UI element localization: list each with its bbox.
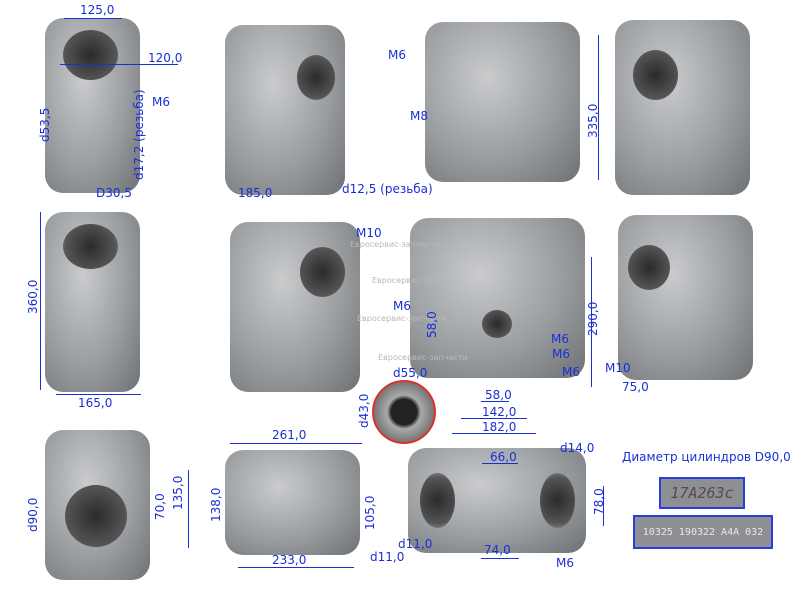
photo-side-height bbox=[45, 212, 140, 392]
dim-line bbox=[230, 443, 362, 444]
thread-label: M10 bbox=[605, 361, 631, 375]
dim-line bbox=[64, 18, 122, 19]
dim-line bbox=[481, 558, 519, 559]
photo-bottom bbox=[225, 450, 360, 555]
photo-top bbox=[408, 448, 586, 553]
dim-label: 135,0 bbox=[171, 475, 185, 510]
dim-label: 66,0 bbox=[490, 450, 517, 464]
photo-three-quarter-2 bbox=[230, 222, 360, 392]
thread-label: M6 bbox=[388, 48, 406, 62]
dim-label: 290,0 bbox=[586, 301, 600, 336]
dim-line bbox=[40, 212, 41, 390]
dim-label: 165,0 bbox=[78, 396, 113, 410]
dim-label: 261,0 bbox=[272, 428, 307, 442]
dim-label: d14,0 bbox=[560, 441, 595, 455]
dim-label: d17,2 (резьба) bbox=[132, 89, 146, 180]
photo-side-right bbox=[618, 215, 753, 380]
dim-label: d55,0 bbox=[393, 366, 428, 380]
dim-line bbox=[461, 418, 527, 419]
dim-label: 125,0 bbox=[80, 3, 115, 17]
dim-label: D30,5 bbox=[96, 186, 132, 200]
thread-label: M6 bbox=[152, 95, 170, 109]
thread-label: M6 bbox=[556, 556, 574, 570]
dim-label: d53,5 bbox=[38, 107, 52, 142]
dim-line bbox=[452, 433, 536, 434]
stamp-plate-2: 10325 190322 A4A 032 bbox=[633, 515, 773, 549]
stamp-text: 17A263c bbox=[670, 484, 734, 502]
dim-label: d90,0 bbox=[26, 497, 40, 532]
thread-label: M6 bbox=[552, 347, 570, 361]
dim-line bbox=[481, 401, 509, 402]
dim-label: 70,0 bbox=[153, 493, 167, 520]
dim-label: d43,0 bbox=[357, 393, 371, 428]
thread-label: M8 bbox=[410, 109, 428, 123]
photo-three-quarter-1 bbox=[225, 25, 345, 195]
dim-label: 58,0 bbox=[425, 311, 439, 338]
dim-label: 182,0 bbox=[482, 420, 517, 434]
detail-circle bbox=[372, 380, 436, 444]
dim-label: 185,0 bbox=[238, 186, 273, 200]
photo-cylinder-top bbox=[45, 430, 150, 580]
dim-line bbox=[591, 257, 592, 387]
dim-label: d11,0 bbox=[370, 550, 405, 564]
thread-label: M6 bbox=[551, 332, 569, 346]
photo-front-left bbox=[45, 18, 140, 193]
thread-label: M10 bbox=[356, 226, 382, 240]
dim-label: 75,0 bbox=[622, 380, 649, 394]
photo-front-v bbox=[410, 218, 585, 378]
dim-line bbox=[603, 486, 604, 526]
dim-label: 58,0 bbox=[485, 388, 512, 402]
dim-line bbox=[60, 64, 178, 65]
stamp-text: 10325 190322 A4A 032 bbox=[642, 526, 764, 538]
dim-label: 233,0 bbox=[272, 553, 307, 567]
dim-line bbox=[56, 394, 141, 395]
watermark: Евросервис-запчасти bbox=[350, 240, 440, 249]
dim-line bbox=[598, 35, 599, 180]
watermark: Евросервис-запчасти bbox=[372, 276, 462, 285]
dim-line bbox=[482, 463, 518, 464]
photo-rear bbox=[425, 22, 580, 182]
watermark: Евросервис-запчасти bbox=[357, 314, 447, 323]
dim-label: d12,5 (резьба) bbox=[342, 182, 433, 196]
stamp-plate-1: 17A263c bbox=[659, 477, 745, 509]
cylinder-diameter-note: Диаметр цилиндров D90,0 bbox=[622, 450, 791, 464]
thread-label: M6 bbox=[562, 365, 580, 379]
dim-label: 138,0 bbox=[209, 487, 223, 522]
dim-label: 74,0 bbox=[484, 543, 511, 557]
dim-label: 142,0 bbox=[482, 405, 517, 419]
dim-label: 360,0 bbox=[26, 279, 40, 314]
dim-label: 105,0 bbox=[363, 495, 377, 530]
thread-label: M6 bbox=[393, 299, 411, 313]
dim-line bbox=[238, 567, 354, 568]
watermark: Евросервис-запчасти bbox=[378, 353, 468, 362]
dim-label: d11,0 bbox=[398, 537, 433, 551]
dim-label: 120,0 bbox=[148, 51, 183, 65]
photo-three-quarter-3 bbox=[615, 20, 750, 195]
dim-line bbox=[188, 470, 189, 548]
